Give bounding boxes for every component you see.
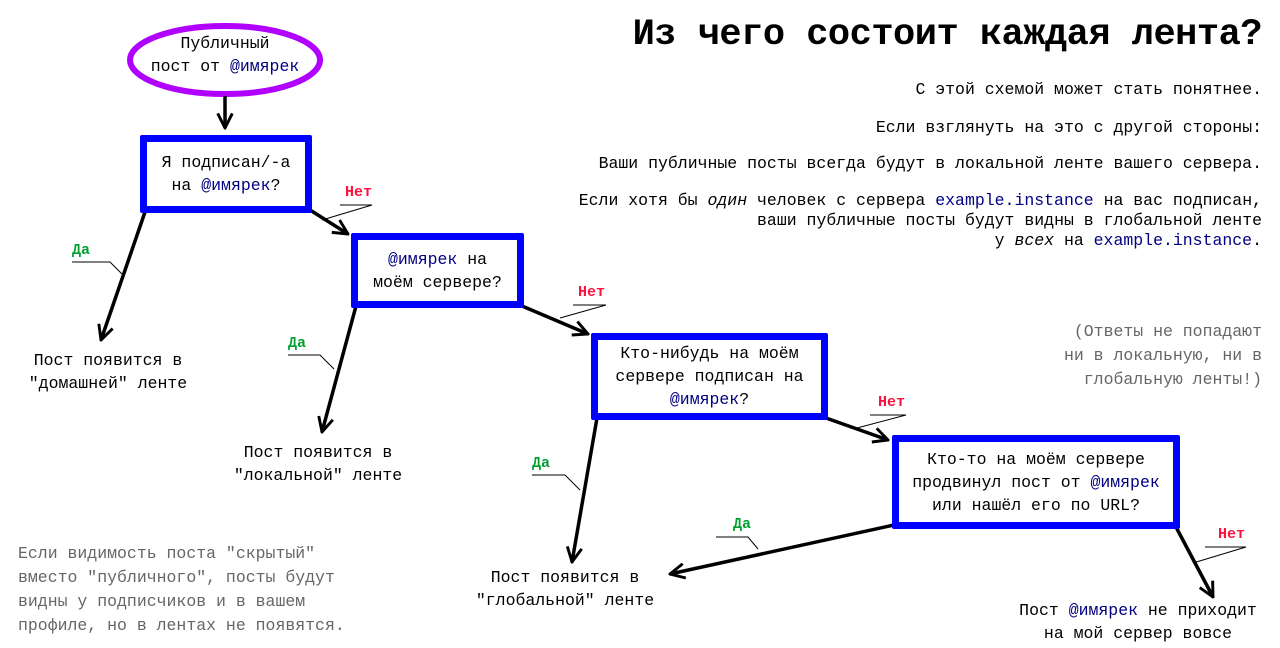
text: не приходит: [1138, 601, 1257, 620]
text: моём сервере?: [373, 272, 502, 292]
text: Пост: [1019, 601, 1069, 620]
intro-paragraph: Если хотя бы один человек с сервера exam…: [579, 191, 1262, 251]
text: или нашёл его по URL?: [932, 495, 1140, 515]
question-on-my-server: @имярек на моём сервере?: [351, 233, 524, 308]
username: @имярек: [387, 249, 458, 269]
text: "глобальной" ленте: [475, 591, 655, 610]
intro-line-2: Если взглянуть на это с другой стороны:: [875, 118, 1262, 137]
text: ни в локальную, ни в: [1063, 346, 1262, 365]
question-boosted-or-url: Кто-то на моём сервере продвинул пост от…: [892, 435, 1180, 529]
text: на: [171, 176, 202, 195]
text: видны у подписчиков и в вашем: [18, 592, 306, 611]
intro-line-1: С этой схемой может стать понятнее.: [915, 80, 1262, 99]
username: @имярек: [669, 390, 740, 409]
text: профиле, но в лентах не появятся.: [18, 616, 345, 635]
username: @имярек: [201, 176, 271, 195]
label-no: Нет: [1218, 526, 1246, 543]
hidden-visibility-note: Если видимость поста "скрытый" вместо "п…: [18, 542, 345, 638]
instance-name: example.instance: [1093, 231, 1253, 250]
username: @имярек: [1068, 601, 1138, 620]
text: Если хотя бы: [578, 191, 708, 210]
text: (Ответы не попадают: [1073, 322, 1262, 341]
text: на вас подписан,: [1093, 191, 1262, 210]
arrow-q3-yes: [572, 417, 599, 562]
text: пост от: [150, 57, 230, 76]
label-leaders: [72, 204, 1247, 564]
text: на: [457, 249, 488, 269]
start-node: Публичный пост от @имярек: [130, 32, 320, 78]
label-no: Нет: [878, 394, 906, 411]
emphasis: всех: [1014, 231, 1055, 250]
replies-note: (Ответы не попадают ни в локальную, ни в…: [1064, 320, 1262, 392]
outcome-not-arrived: Пост @имярек не приходит на мой сервер в…: [1010, 599, 1266, 645]
label-no: Нет: [345, 184, 373, 201]
text: Пост появится в: [490, 568, 640, 587]
text: ваши публичные посты будут видны в глоба…: [757, 211, 1262, 230]
text: сервере подписан на: [615, 367, 804, 386]
text: "локальной" ленте: [233, 466, 403, 485]
text: Если видимость поста "скрытый": [18, 544, 316, 563]
text: на мой сервер вовсе: [1043, 624, 1233, 643]
text: человек с сервера: [747, 191, 936, 210]
outcome-local-feed: Пост появится в "локальной" ленте: [208, 441, 428, 487]
instance-name: example.instance: [935, 191, 1094, 210]
label-yes: Да: [72, 242, 91, 259]
text: Пост появится в: [243, 443, 393, 462]
label-no: Нет: [578, 284, 606, 301]
arrow-q1-no: [309, 208, 348, 234]
text: Пост появится в: [33, 351, 183, 370]
text: на: [1054, 231, 1094, 250]
text: ?: [739, 390, 750, 409]
label-yes: Да: [288, 335, 307, 352]
arrow-q2-no: [521, 304, 588, 334]
arrow-q4-yes: [670, 523, 895, 574]
text: Кто-то на моём сервере: [927, 449, 1145, 469]
text: ?: [270, 176, 281, 195]
text: Кто-нибудь на моём: [620, 344, 799, 363]
text: вместо "публичного", посты будут: [18, 568, 335, 587]
outcome-global-feed: Пост появится в "глобальной" ленте: [455, 566, 675, 612]
label-yes: Да: [733, 516, 752, 533]
arrow-q1-yes: [101, 211, 147, 340]
question-subscribed: Я подписан/-а на @имярек?: [140, 135, 312, 213]
text: .: [1252, 231, 1262, 250]
text: глобальную ленты!): [1083, 370, 1262, 389]
arrow-q2-yes: [322, 305, 358, 432]
start-ellipse: [127, 23, 323, 97]
emphasis: один: [707, 191, 748, 210]
text: "домашней" ленте: [28, 374, 188, 393]
label-yes: Да: [532, 455, 551, 472]
arrow-q3-no: [825, 416, 888, 440]
outcome-home-feed: Пост появится в "домашней" ленте: [8, 349, 208, 395]
text: Я подписан/-а: [161, 153, 291, 172]
arrow-q4-no: [1174, 526, 1215, 597]
text: продвинул пост от: [912, 472, 1091, 492]
text: у: [994, 231, 1015, 250]
intro-line-3: Ваши публичные посты всегда будут в лока…: [598, 154, 1262, 173]
username: @имярек: [229, 57, 300, 76]
question-anyone-subscribed: Кто-нибудь на моём сервере подписан на @…: [591, 333, 828, 420]
page-title: Из чего состоит каждая лента?: [632, 14, 1263, 56]
text: Публичный: [180, 34, 270, 53]
username: @имярек: [1090, 472, 1160, 492]
